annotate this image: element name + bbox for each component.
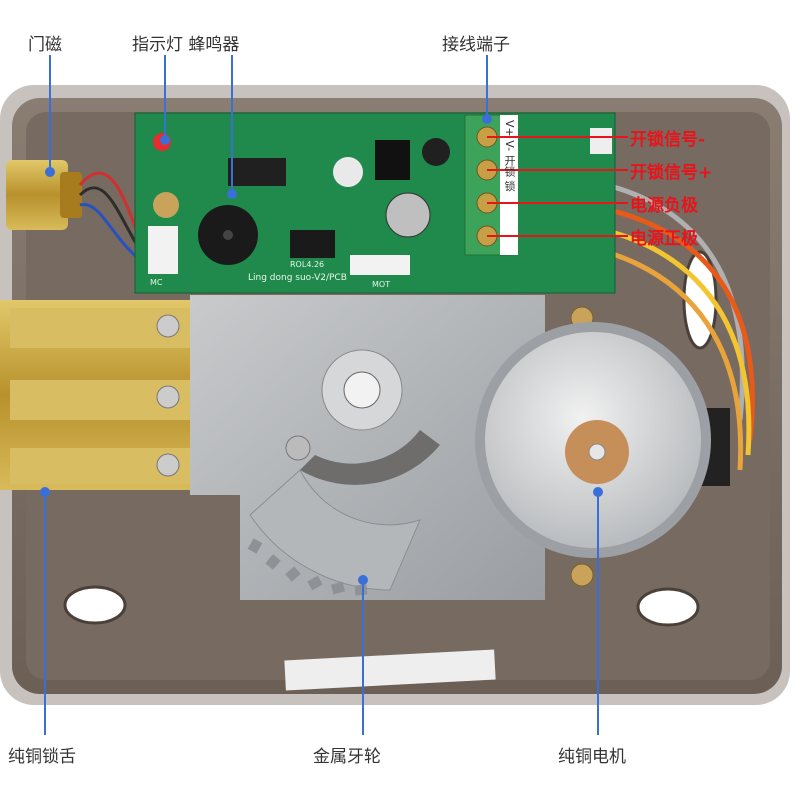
door-magnet <box>6 160 142 262</box>
latch-bolt <box>0 300 200 490</box>
label-indicator-buzzer: 指示灯 蜂鸣器 <box>132 35 240 55</box>
terminal-print: V+ V- 开锁 锁 <box>503 120 516 192</box>
board-chip-print: ROL4.26 <box>290 260 325 269</box>
board-motor-connector: MOT <box>372 280 391 289</box>
terminal-label-unlock-neg: 开锁信号- <box>630 130 706 150</box>
terminal-pointers <box>487 136 628 237</box>
label-motor: 纯铜电机 <box>558 747 626 767</box>
label-latch: 纯铜锁舌 <box>8 747 76 767</box>
label-gear: 金属牙轮 <box>313 747 381 767</box>
callout-lines <box>40 55 603 735</box>
board-bottom-print: Ling dong suo-V2/PCB <box>248 273 347 283</box>
terminal-label-unlock-pos: 开锁信号+ <box>630 163 713 183</box>
label-door-magnet: 门磁 <box>28 35 62 55</box>
terminal-label-power-neg: 电源负极 <box>630 196 698 216</box>
pcb-board <box>134 112 616 294</box>
board-mc-connector: MC <box>150 278 163 287</box>
copper-motor <box>475 322 730 558</box>
label-terminal: 接线端子 <box>442 35 510 55</box>
metal-gear <box>190 295 594 600</box>
terminal-label-power-pos: 电源正极 <box>630 229 698 249</box>
terminal-block <box>464 114 518 256</box>
